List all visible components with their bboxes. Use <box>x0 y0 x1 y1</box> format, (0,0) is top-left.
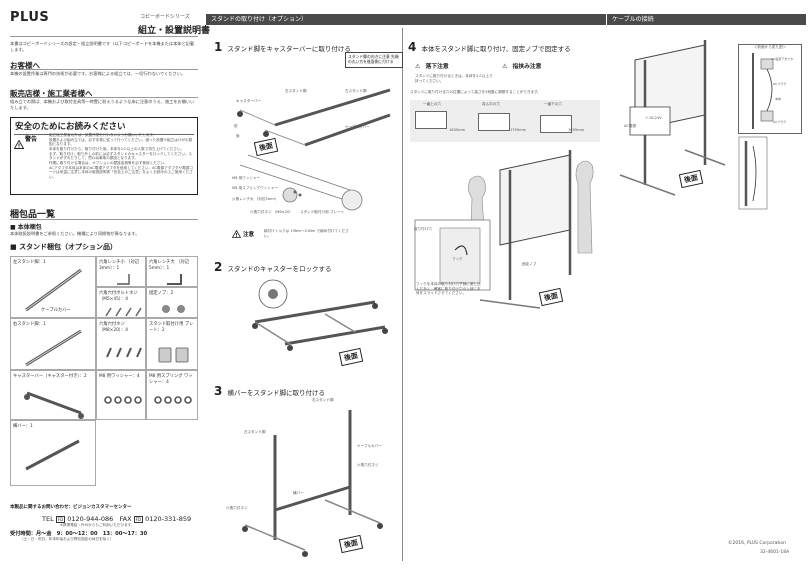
pack-hex-wrench-small: 六角レンチ小 （対辺3mm）：1 <box>96 256 146 287</box>
label-step3-screw-right: 六角穴付ネジ <box>357 463 379 467</box>
label-step3-cable-cover: ケーブルカバー <box>357 444 382 448</box>
caution-icon: ! <box>232 230 241 238</box>
label-caster-bar: キャスターバー <box>236 99 262 103</box>
pack-spring-washer-m8: M8 用スプリング ワッシャー：4 <box>146 370 198 420</box>
fax-label: FAX <box>119 514 132 523</box>
height-options: 一番上の穴 1655mm 真ん中の穴 1705mm 一番下の穴 1655mm <box>410 100 600 142</box>
tel-label: TEL <box>42 514 54 523</box>
copyright: ©2016, PLUS Corporation <box>728 541 786 546</box>
dealer-text: 組み立ての際は、本機および取付金具等一時置に耐えうるような床に注意のうえ、施工を… <box>10 99 195 110</box>
label-cable-cover: ケーブルカバー <box>345 125 370 129</box>
step1-callout: スタンド脚の向きに注意 先端の丸い方を後面側に付ける <box>345 52 403 68</box>
label-step3-left-leg: 左スタンド脚 <box>244 430 266 434</box>
pack-washer-m8: M8 用ワッシャー：4 <box>96 370 146 420</box>
label-mount-plate: スタンド取付け用 プレート <box>300 210 345 214</box>
body-pack-text: 本体取扱説明書をご参照ください。機種により同梱物が異なります。 <box>10 231 140 236</box>
stand-pack-heading: ■ スタンド梱包（オプション品） <box>10 243 118 251</box>
series-name: コピーボードシリーズ <box>140 14 190 20</box>
label-m8-spring-washer: M8 用スプリングワッシャー <box>232 186 279 190</box>
step2-diagram <box>252 279 388 351</box>
customer-heading: お客様へ <box>10 61 40 70</box>
step2-title: 2 スタンドのキャスターをロックする <box>214 260 332 274</box>
contact-hours: 受付時間：月～金 9：00～12：00 13：00～17：30 <box>10 530 148 537</box>
contact-holiday: （土・日・祝日、年末年始および弊社指定の休日を除く） <box>20 536 114 541</box>
height-middle: 真ん中の穴 1705mm <box>476 102 534 140</box>
label-step3-screw-left: 六角穴付ネジ <box>226 506 248 510</box>
contact-heading: 本製品に関するお問い合わせ：ビジョンカスタマーセンター <box>10 505 132 510</box>
label-right-leg: 右スタンド脚 <box>285 89 307 93</box>
pack-mount-plate: スタンド取付け用 プレート：2 <box>146 318 198 370</box>
pack-hex-wrench-large: 六角レンチ大 （対辺5mm）：1 <box>146 256 198 287</box>
pack-horizontal-bar: 横バー：1 <box>10 420 96 486</box>
label-step3-right-leg: 右スタンド脚 <box>312 398 334 402</box>
label-hex-wrench-large: 六角レンチ大 （対辺5mm） <box>232 197 279 201</box>
pack-right-leg: 右スタンド脚：1 <box>10 318 96 370</box>
pinch-caution: ⚠ 指挟み注意 <box>502 63 542 70</box>
contact-box: 本製品に関するお問い合わせ：ビジョンカスタマーセンター TEL FD 0120-… <box>10 505 198 561</box>
svg-text:!: ! <box>18 144 21 149</box>
step3-title: 3 横バーをスタンド脚に取り付ける <box>214 384 325 398</box>
dealer-heading: 販売店様・施工業者様へ <box>10 89 93 98</box>
pack-fixing-knob: 固定ノブ：2 <box>146 287 198 318</box>
fax-number: 0120-331-859 <box>145 514 192 523</box>
contact-note: ※携帯電話・PHSからもご利用いただけます。 <box>60 522 135 527</box>
label-main-unit: 本体 <box>775 97 782 101</box>
warning-label: 警告 <box>25 136 38 143</box>
label-m8-washer: M8 用ワッシャー <box>232 176 261 180</box>
label-front: 前 <box>234 124 238 128</box>
label-back: 後 <box>236 134 240 138</box>
cable-diagram <box>619 40 726 196</box>
step1-title: 1 スタンド脚をキャスターバーに取り付ける <box>214 40 351 54</box>
pack-caster-bar: キャスターバー（キャスター付き）：2 <box>10 370 96 420</box>
step4-title: 4 本体をスタンド脚に取り付け、固定ノブで固定する <box>408 40 571 54</box>
label-ac-adapter: AC電源アダプタ <box>771 57 794 61</box>
pack-screw-m8: 六角穴付ネジ （M8×20）：4 <box>96 318 146 370</box>
pack-bolt-m5: 六角穴付ボルトネジ （M5×45）：4 <box>96 287 146 318</box>
label-ac-power: AC電源 <box>624 124 637 128</box>
label-left-leg: 左スタンド脚 <box>345 89 367 93</box>
tel-number: 0120-944-086 <box>67 514 114 523</box>
warning-icon: ! <box>13 134 25 153</box>
height-top: 一番上の穴 1655mm <box>413 102 471 140</box>
label-hook: フック <box>452 257 463 261</box>
cable-section-bar: ケーブルの接続 <box>607 14 806 25</box>
label-hex-screw-m8: 六角穴付ネジ （M8×20） <box>250 210 293 214</box>
front-view-inset: ＜前面から見た図＞ AC電源アダプタ DCプラグ 本体 ACプラグ <box>738 44 802 134</box>
cable-detail <box>738 136 768 210</box>
doc-title: 組立・設置説明書 <box>138 26 211 36</box>
height-bottom: 一番下の穴 1655mm <box>538 102 596 140</box>
fall-caution-icon: ⚠ <box>415 63 421 70</box>
height-note: スタンドに取り付ける穴の位置によって高さを3段階に調節することができます。 <box>410 90 542 94</box>
body-pack-heading: ■ 本体梱包 <box>10 224 42 231</box>
label-dc-plug: DCプラグ <box>773 82 787 86</box>
label-ac-plug: ACプラグ <box>773 120 787 124</box>
stand-section-bar: スタンドの取り付け（オプション） <box>206 14 606 25</box>
safety-box: 安全のためにお読みください ! 警告 組立施工業者以外は、設置作業を行わないよう… <box>10 117 198 195</box>
brand-logo: PLUS <box>10 10 50 25</box>
label-step3-bar: 横バー <box>293 491 304 495</box>
svg-text:!: ! <box>235 233 237 238</box>
safety-heading: 安全のためにお読みください <box>15 122 126 132</box>
step3-diagram <box>242 410 383 557</box>
packing-grid: 左スタンド脚：1 ケーブルカバー 六角レンチ小 （対辺3mm）：1 六角レンチ大… <box>10 256 198 486</box>
step1-caution: ! 注意 締付けトルクは 19Nm～21Nm で締め付けてください。 <box>232 229 357 243</box>
fall-caution: ⚠ 落下注意 スタンドに取り付けるときは、本体を2人以上で持ってください。 <box>415 63 493 83</box>
safety-bullets: 組立施工業者以外は、設置作業を行わないようお願いいたします。 設置および組み立て… <box>49 133 193 180</box>
step4-diagram <box>414 150 594 309</box>
label-fixing-knob: 固定ノブ <box>522 262 537 266</box>
label-mount-hole: 取り付け穴 <box>414 227 432 231</box>
hook-note: フックを本体の取り付け穴下部に差し込んだあと、確実に取り付け穴の上部に本体をスラ… <box>416 282 481 296</box>
step1-diagram <box>237 88 391 211</box>
customer-text: 本機の設置作業は専門の技術が必要です。お客様による組立ては、一切行わないでくださ… <box>10 71 186 76</box>
packing-heading: 梱包品一覧 <box>10 210 56 220</box>
doc-code: 32-4601-18A <box>760 550 790 555</box>
pack-left-leg: 左スタンド脚：1 ケーブルカバー <box>10 256 96 318</box>
intro-text: 本書はコピーボードシリーズの設定・組立説明書です（以下コピーボードを本機または本… <box>10 41 195 52</box>
pinch-caution-icon: ⚠ <box>502 63 508 70</box>
label-dc24v: ☉ DC24V <box>645 116 662 120</box>
